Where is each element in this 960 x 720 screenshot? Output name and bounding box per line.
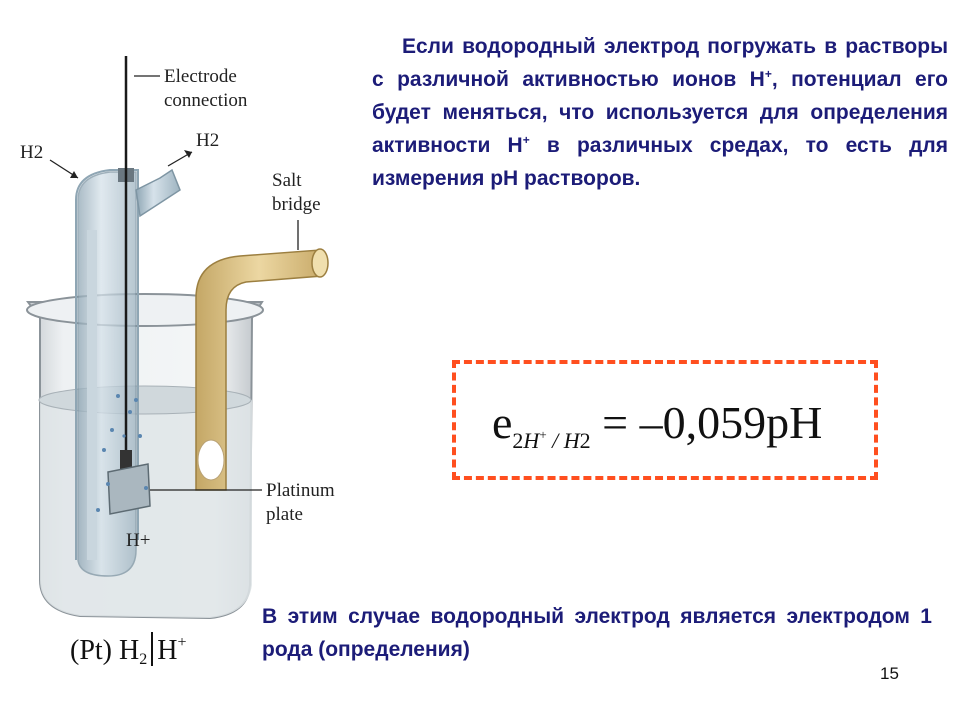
h2-outlet-label: H2 (196, 130, 219, 151)
formula-sub-2: 2 (512, 428, 524, 453)
formula-box: e2H+ / H2 = –0,059pH (452, 360, 878, 480)
hydrogen-electrode-illustration: H2 H2 Electrode connection Salt bridge P… (20, 56, 335, 620)
platinum-plate (107, 450, 151, 515)
notation-sup: + (177, 634, 187, 651)
intro-text-part3: в различных средах, то есть для измерени… (372, 134, 949, 190)
salt-bridge-label-line2: bridge (272, 194, 321, 215)
intro-superscript-2: + (522, 133, 530, 147)
electrode-connection-label-line2: connection (164, 90, 248, 111)
intro-text-part2: , потенциал его будет меняться, что испо… (372, 68, 948, 157)
h-plus-label: H+ (126, 530, 150, 551)
formula-sub-plus: + (539, 427, 547, 442)
platinum-plate-label-line2: plate (266, 504, 303, 525)
notation-pt: (Pt) H (70, 635, 140, 666)
notation-h: H (157, 635, 178, 666)
intro-text-part1: Если водородный электрод погружать в рас… (372, 35, 948, 91)
formula-subscript: 2H+ / H2 (512, 428, 590, 453)
formula-sub-h: H (523, 428, 540, 453)
intro-paragraph: Если водородный электрод погружать в рас… (372, 30, 948, 195)
formula-sub-2b: 2 (579, 428, 591, 453)
h2-inlet-label: H2 (20, 142, 43, 163)
potential-formula: e2H+ / H2 = –0,059pH (492, 396, 822, 454)
page-number: 15 (880, 664, 899, 683)
intro-superscript-1: + (764, 67, 772, 81)
conclusion-paragraph: В этим случае водородный электрод являет… (262, 605, 932, 661)
salt-bridge (195, 248, 329, 491)
formula-rhs: = –0,059pH (590, 397, 823, 448)
electrode-connection-label-line1: Electrode (164, 66, 237, 87)
hydrogen-bubbles (96, 394, 148, 512)
beaker (26, 293, 264, 620)
formula-sub-rest: / H (546, 428, 580, 453)
salt-bridge-label-line1: Salt (272, 170, 302, 191)
notation-sub: 2 (139, 651, 148, 668)
phase-boundary-bar (151, 632, 154, 666)
formula-symbol: e (492, 397, 513, 448)
platinum-plate-label-line1: Platinum (266, 480, 335, 501)
